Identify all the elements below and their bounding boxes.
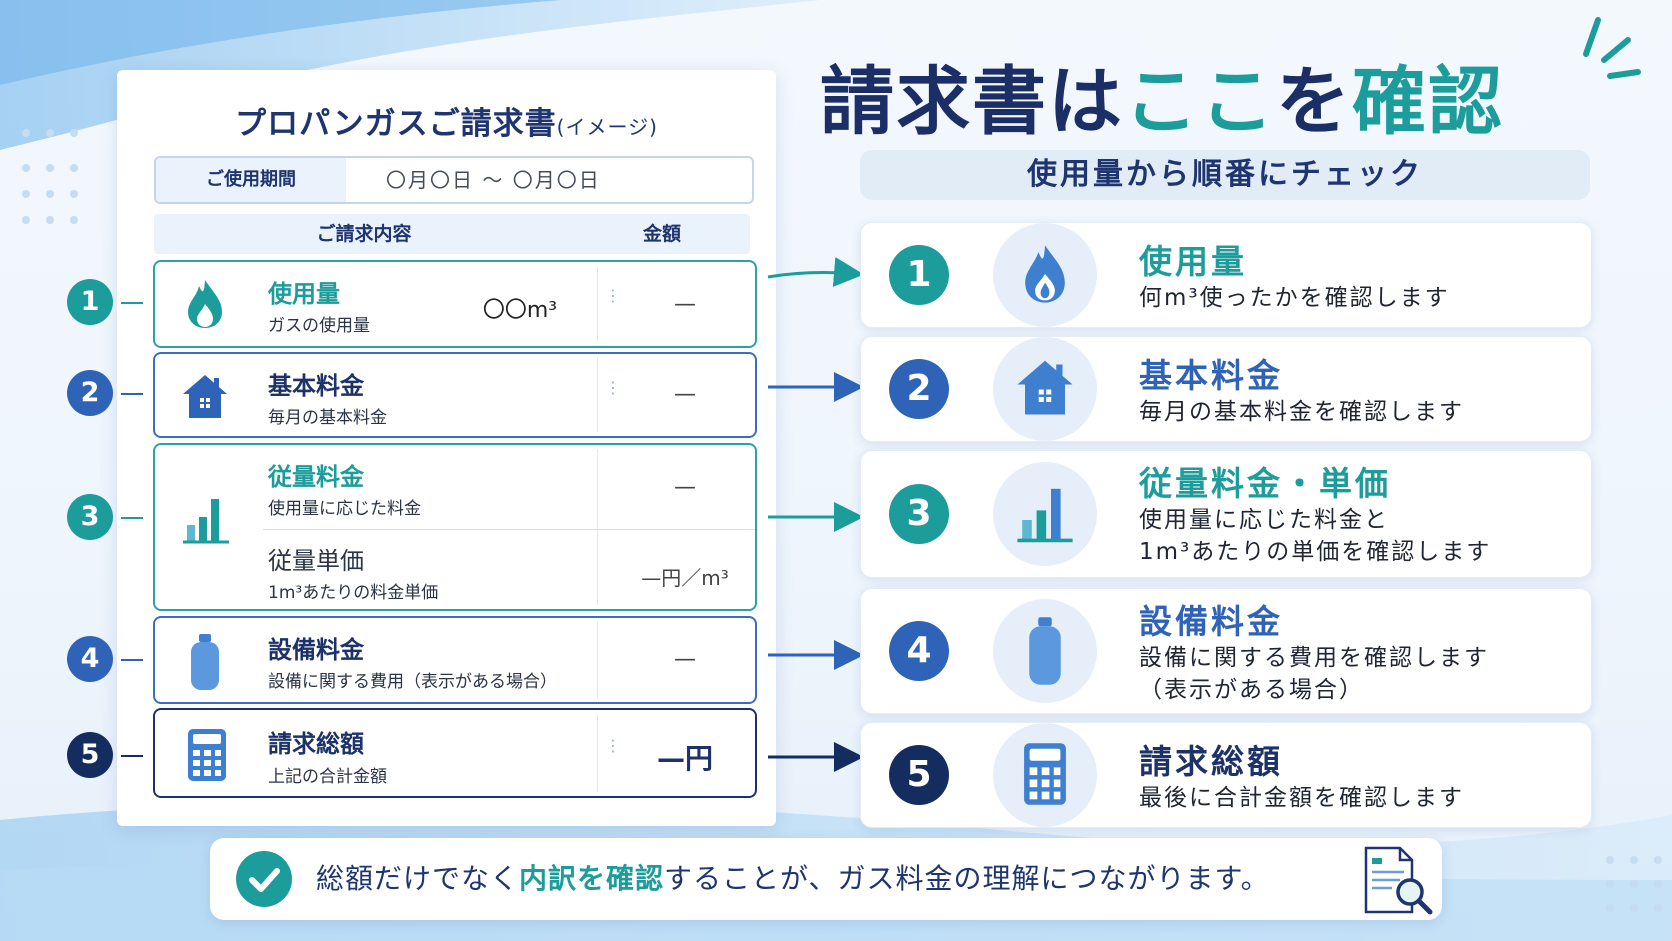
step-number-1: 1 [889, 245, 949, 305]
bottom-banner: 総額だけでなく内訳を確認することが、ガス料金の理解につながります。 [210, 838, 1442, 920]
flame-icon [188, 280, 222, 328]
header-amount: 金額 [642, 223, 681, 245]
marker-2: 2 [67, 370, 113, 416]
step-title-2: 基本料金 [1139, 356, 1283, 395]
house-icon [183, 375, 227, 418]
subtitle: 使用量から順番にチェック [860, 150, 1590, 200]
row-metered-fee-subtitle: 使用量に応じた料金 [268, 499, 421, 519]
step-title-1: 使用量 [1139, 242, 1247, 281]
marker-4: 4 [67, 636, 113, 682]
step-icon-bg [993, 599, 1097, 703]
emphasis-lines-icon [1583, 17, 1641, 79]
step-card-total: 5 請求総額 最後に合計金額を確認します [860, 722, 1592, 828]
invoice-row-equipment-fee: 設備料金 設備に関する費用（表示がある場合） — [153, 616, 757, 704]
connector-arrows [767, 257, 864, 772]
row-total-amount: —円 [656, 742, 713, 775]
step-title-5: 請求総額 [1139, 742, 1283, 781]
main-title: 請求書はここを確認 [820, 59, 1504, 145]
marker-1: 1 [67, 279, 113, 325]
marker-dash [121, 517, 143, 519]
step-card-equipment-fee: 4 設備料金 設備に関する費用を確認します （表示がある場合） [860, 588, 1592, 714]
gas-cylinder-icon [191, 634, 219, 690]
row-basic-fee-amount: — [674, 382, 696, 407]
invoice-row-metered-fee: 従量料金 使用量に応じた料金 — 従量単価 1m³あたりの料金単価 —円／m³ [153, 443, 757, 611]
invoice-row-usage: 使用量 ガスの使用量 〇〇m³ ⋮ — [153, 260, 757, 348]
step-title-3: 従量料金・単価 [1139, 464, 1391, 503]
invoice-row-total: 請求総額 上記の合計金額 ⋮ —円 [153, 708, 757, 798]
invoice-title: プロパンガスご請求書(イメージ) [235, 106, 658, 142]
step-desc-3b: 1m³あたりの単価を確認します [1139, 539, 1492, 565]
row-equipment-fee-subtitle: 設備に関する費用（表示がある場合） [268, 672, 557, 692]
usage-period-value: 〇月〇日 〜 〇月〇日 [386, 168, 601, 192]
bar-chart-icon [1017, 488, 1073, 543]
step-number-5: 5 [889, 745, 949, 805]
bar-chart-icon [183, 499, 229, 544]
step-desc-2: 毎月の基本料金を確認します [1139, 399, 1464, 425]
step-number-4: 4 [889, 621, 949, 681]
step-number-3: 3 [889, 484, 949, 544]
row-metered-fee-amount: — [674, 475, 696, 500]
check-icon [236, 851, 292, 907]
row-inner-divider [263, 529, 755, 530]
row-dots: ⋮ [605, 286, 621, 305]
row-usage-subtitle: ガスの使用量 [268, 316, 370, 336]
invoice-row-basic-fee: 基本料金 毎月の基本料金 ⋮ — [153, 352, 757, 438]
row-usage-title: 使用量 [268, 280, 340, 308]
usage-period-label: ご使用期間 [156, 158, 346, 202]
row-usage-amount: — [674, 292, 696, 317]
row-basic-fee-subtitle: 毎月の基本料金 [268, 408, 387, 428]
row-basic-fee-title: 基本料金 [268, 372, 364, 400]
step-desc-4b: （表示がある場合） [1139, 677, 1364, 703]
step-card-metered-fee: 3 従量料金・単価 使用量に応じた料金と 1m³あたりの単価を確認します [860, 450, 1592, 578]
step-desc-1: 何m³使ったかを確認します [1139, 285, 1450, 311]
step-icon-bg [993, 223, 1097, 327]
row-unit-price-subtitle: 1m³あたりの料金単価 [268, 583, 439, 603]
banner-message: 総額だけでなく内訳を確認することが、ガス料金の理解につながります。 [316, 862, 1270, 895]
step-desc-5: 最後に合計金額を確認します [1139, 785, 1464, 811]
calculator-icon [188, 729, 226, 781]
step-icon-bg [993, 723, 1097, 827]
document-search-icon [1364, 846, 1433, 915]
marker-dash [121, 393, 143, 395]
row-divider [597, 266, 598, 342]
row-metered-fee-title: 従量料金 [268, 463, 364, 491]
step-desc-3a: 使用量に応じた料金と [1139, 507, 1389, 533]
invoice-title-note: (イメージ) [556, 115, 658, 139]
marker-dash [121, 755, 143, 757]
invoice-table-header: ご請求内容 金額 [154, 214, 750, 254]
row-total-subtitle: 上記の合計金額 [268, 767, 387, 787]
marker-dash [121, 302, 143, 304]
row-unit-price-title: 従量単価 [268, 547, 364, 575]
step-card-usage: 1 使用量 何m³使ったかを確認します [860, 222, 1592, 328]
step-icon-bg [993, 337, 1097, 441]
row-divider [597, 714, 598, 792]
row-divider [597, 622, 598, 698]
usage-period: ご使用期間 〇月〇日 〜 〇月〇日 [154, 156, 754, 204]
row-dots: ⋮ [605, 378, 621, 397]
row-divider [597, 449, 598, 605]
row-total-title: 請求総額 [268, 730, 364, 758]
gas-cylinder-icon [1029, 617, 1061, 685]
marker-3: 3 [67, 494, 113, 540]
calculator-icon [1024, 743, 1066, 805]
step-desc-4a: 設備に関する費用を確認します [1139, 645, 1489, 671]
row-dots: ⋮ [605, 736, 621, 755]
row-equipment-fee-amount: — [674, 647, 696, 672]
row-usage-value: 〇〇m³ [482, 298, 558, 323]
step-icon-bg [993, 462, 1097, 566]
row-divider [597, 358, 598, 432]
marker-5: 5 [67, 732, 113, 778]
flame-icon [1025, 245, 1065, 303]
house-icon [1017, 360, 1073, 415]
step-card-basic-fee: 2 基本料金 毎月の基本料金を確認します [860, 336, 1592, 442]
row-unit-price-amount: —円／m³ [641, 566, 729, 590]
step-number-2: 2 [889, 359, 949, 419]
marker-dash [121, 659, 143, 661]
invoice-card: プロパンガスご請求書(イメージ) ご使用期間 〇月〇日 〜 〇月〇日 ご請求内容… [117, 70, 776, 826]
row-equipment-fee-title: 設備料金 [268, 636, 364, 664]
step-title-4: 設備料金 [1139, 602, 1283, 641]
header-content: ご請求内容 [316, 223, 412, 245]
